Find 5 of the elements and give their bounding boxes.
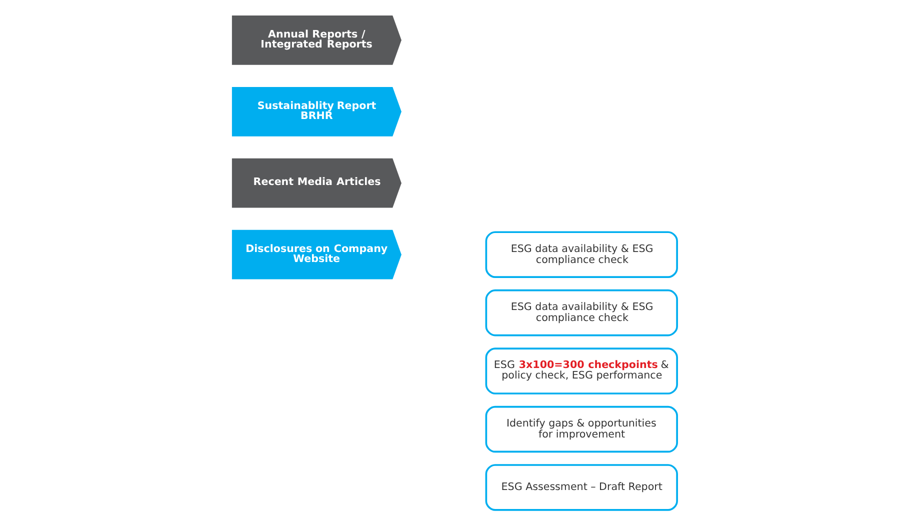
node-box: ESG data availability & ESG compliance check xyxy=(484,289,678,336)
node-box: ESG 3x100=300 checkpoints & policy check, ESG performance xyxy=(484,348,678,394)
node-box: ESG data availability & ESG compliance check xyxy=(484,231,678,278)
node-box: ESG Assessment – Draft Report xyxy=(484,464,678,511)
node-box: Identify gaps & opportunities for improvement xyxy=(484,406,678,453)
